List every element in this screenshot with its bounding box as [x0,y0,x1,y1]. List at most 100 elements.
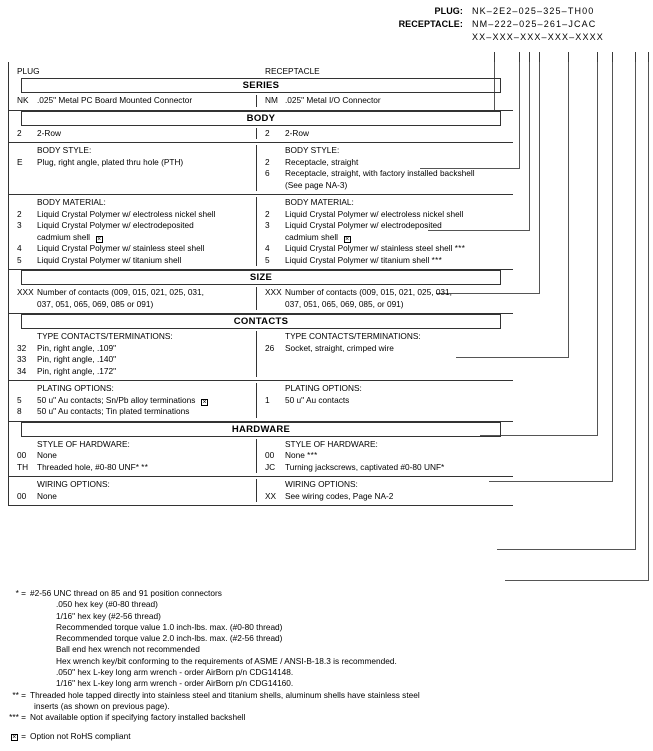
option-code: 1 [265,394,270,405]
column-header-receptacle: RECEPTACLE [265,66,320,76]
section-title-contacts: CONTACTS [21,314,501,329]
contacts-plating-group: PLATING OPTIONS: 5 50 u" Au contacts; Sn… [9,381,513,422]
contacts-type-group: TYPE CONTACTS/TERMINATIONS: 32 Pin, righ… [9,329,513,381]
body-material-plug-option: 5 Liquid Crystal Polymer w/ titanium she… [17,255,256,267]
size-receptacle-option: XXX Number of contacts (009, 015, 021, 0… [265,287,513,299]
series-receptacle-cell: NM .025" Metal I/O Connector [257,95,513,107]
option-code: 8 [17,406,22,416]
contacts-plating-receptacle-cell: PLATING OPTIONS: 1 50 u" Au contacts [257,383,513,418]
option-desc-text: 50 u" Au contacts; Sn/Pb alloy terminati… [37,394,196,405]
leader-contact-type-vertical [597,62,598,435]
option-desc: See wiring codes, Page NA-2 [285,490,394,501]
footnote-star: * = #2-56 UNC thread on 85 and 91 positi… [8,588,568,599]
contacts-type-plug-cell: TYPE CONTACTS/TERMINATIONS: 32 Pin, righ… [9,331,257,377]
option-desc: Number of contacts (009, 015, 021, 025, … [285,287,452,297]
option-code: 5 [17,394,22,405]
wiring-plug-cell: WIRING OPTIONS: 00 None [9,479,257,502]
contacts-plating-plug-heading: PLATING OPTIONS: [37,383,114,393]
part-number-mask: XX–XXX–XXX–XXX–XXXX [472,32,604,42]
option-code: 33 [17,354,27,364]
option-code: 5 [265,254,270,265]
selection-chart: PLUG RECEPTACLE SERIES NK .025" Metal PC… [8,62,513,506]
body-material-group: BODY MATERIAL: 2 Liquid Crystal Polymer … [9,195,513,270]
body-material-receptacle-heading: BODY MATERIAL: [285,197,354,207]
hardware-style-receptacle-option: 00 None *** [265,450,513,462]
contacts-plating-plug-option: 5 50 u" Au contacts; Sn/Pb alloy termina… [17,395,256,407]
contacts-type-receptacle-option: 26 Socket, straight, crimped wire [265,343,513,355]
leader-size-vertical [568,62,569,357]
tick-hardware-style [635,52,636,62]
leader-body-material-horizontal [436,293,540,294]
body-material-plug-heading: BODY MATERIAL: [37,197,106,207]
body-style-receptacle-option: 2 Receptacle, straight [265,157,513,169]
option-desc-cont: cadmium shell [37,231,91,242]
series-receptacle-option: NM .025" Metal I/O Connector [265,95,513,107]
option-code: XXX [17,287,34,297]
receptacle-part-number-label: RECEPTACLE: [398,19,463,29]
body-row-plug-cell: 2 2-Row [9,127,257,139]
option-desc: 50 u" Au contacts; Sn/Pb alloy terminati… [37,395,256,407]
leader-body-material-vertical [539,62,540,293]
part-number-mask-row: XX–XXX–XXX–XXX–XXXX [380,32,648,45]
leader-size-horizontal [456,357,569,358]
option-code: 34 [17,365,27,376]
option-desc: None *** [285,450,513,462]
option-desc: 2-Row [285,127,309,138]
footnotes: * = #2-56 UNC thread on 85 and 91 positi… [8,588,568,742]
option-code: 2 [265,208,270,219]
option-code: JC [265,461,276,472]
option-code: 26 [265,342,275,353]
body-material-plug-option: 4 Liquid Crystal Polymer w/ stainless st… [17,243,256,255]
size-plug-option: XXX Number of contacts (009, 015, 021, 0… [17,287,256,299]
option-code: 6 [265,168,270,178]
footnote-text: Not available option if specifying facto… [30,712,246,723]
body-material-receptacle-option: 3 Liquid Crystal Polymer w/ electrodepos… [265,220,513,232]
body-material-plug-option: 2 Liquid Crystal Polymer w/ electroless … [17,209,256,221]
body-material-receptacle-option: 5 Liquid Crystal Polymer w/ titanium she… [265,255,513,267]
hardware-style-receptacle-heading: STYLE OF HARDWARE: [285,438,378,449]
option-desc: Liquid Crystal Polymer w/ stainless stee… [285,243,513,255]
footnote-marker: = [8,731,30,742]
section-title-body: BODY [21,110,501,126]
leader-hardware-style-horizontal [497,549,636,550]
footnote-ref: *** [454,244,466,253]
option-desc: .025" Metal I/O Connector [285,95,381,105]
footnote-double-star-cont: inserts (as shown on previous page). [34,700,170,711]
tick-series [494,52,495,62]
rohs-warning-icon [10,733,18,741]
option-code: 3 [265,220,270,230]
body-style-receptacle-note: (See page NA-3) [285,179,348,190]
option-code: 3 [17,220,22,230]
option-desc: Liquid Crystal Polymer w/ electrodeposit… [37,220,194,230]
option-code: 2 [265,127,270,138]
option-desc: Socket, straight, crimped wire [285,342,394,353]
option-desc: Receptacle, straight [285,156,359,167]
option-code: TH [17,461,29,472]
hardware-wiring-group: WIRING OPTIONS: 00 None WIRING OPTIONS: … [9,477,513,506]
option-desc: Receptacle, straight, with factory insta… [285,168,475,178]
option-desc: 2-Row [37,127,61,138]
tick-body-row [519,52,520,62]
contacts-type-plug-option: 32 Pin, right angle, .109" [17,343,256,355]
option-code: NK [17,95,29,105]
rohs-warning-icon [201,398,208,406]
series-plug-option: NK .025" Metal PC Board Mounted Connecto… [17,95,256,107]
footnote-ref: *** [431,255,443,265]
section-title-series: SERIES [21,78,501,93]
body-material-receptacle-cell: BODY MATERIAL: 2 Liquid Crystal Polymer … [257,197,513,266]
option-code: 2 [17,208,22,219]
leader-hardware-style-vertical [635,62,636,549]
part-number-block: PLUG: NK–2E2–025–325–TH00 RECEPTACLE: NM… [380,6,648,45]
option-desc: 50 u" Au contacts [285,394,350,405]
option-desc: Liquid Crystal Polymer w/ titanium shell… [285,255,513,267]
contacts-type-plug-option: 33 Pin, right angle, .140" [17,354,256,366]
option-desc: Number of contacts (009, 015, 021, 025, … [37,287,204,297]
leader-wiring-horizontal [505,580,649,581]
option-desc-text: None [285,450,305,460]
body-material-plug-cell: BODY MATERIAL: 2 Liquid Crystal Polymer … [9,197,257,266]
plug-part-number-row: PLUG: NK–2E2–025–325–TH00 [380,6,648,19]
leader-body-style-vertical [529,62,530,230]
body-row-receptacle-cell: 2 2-Row [257,128,513,140]
hardware-style-receptacle-cell: STYLE OF HARDWARE: 00 None *** JC Turnin… [257,439,513,474]
option-desc: Pin, right angle, .109" [37,342,117,353]
